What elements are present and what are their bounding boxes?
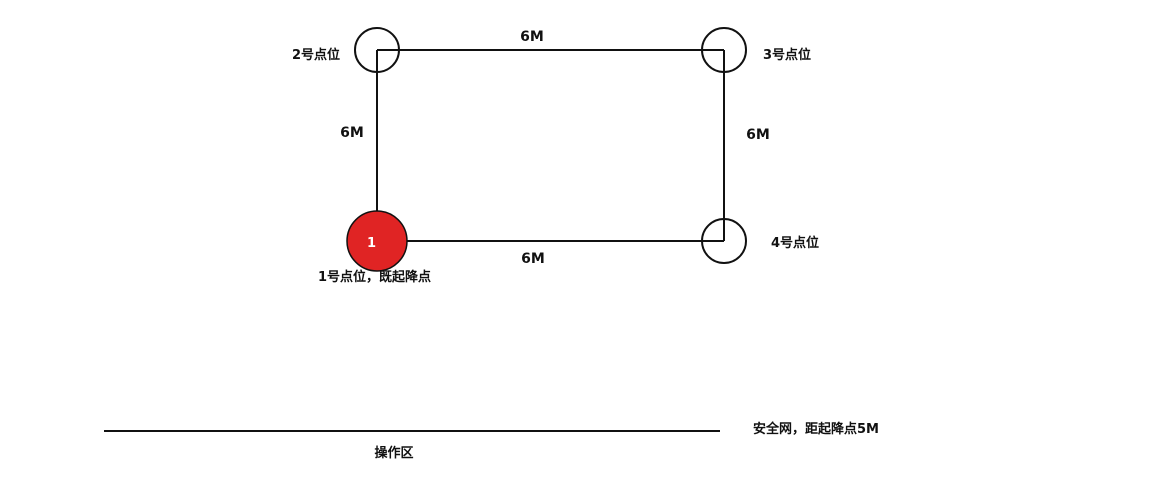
point-3-marker (701, 27, 747, 73)
point-1-caption: 1号点位，既起降点 (318, 269, 431, 285)
safety-net-caption: 安全网，距起降点5M (753, 421, 879, 437)
point-4-caption: 4号点位 (771, 235, 819, 251)
point-1-marker (346, 210, 408, 272)
point-1-number: 1 (367, 236, 376, 251)
point-4-marker (701, 218, 747, 264)
point-3-caption: 3号点位 (763, 47, 811, 63)
edge-right-label: 6M (746, 127, 770, 143)
point-2-marker (354, 27, 400, 73)
edge-top-label: 6M (520, 29, 544, 45)
edge-left-label: 6M (340, 125, 364, 141)
edge-bottom-label: 6M (521, 251, 545, 267)
operation-area-caption: 操作区 (374, 445, 413, 461)
point-2-caption: 2号点位 (292, 47, 340, 63)
